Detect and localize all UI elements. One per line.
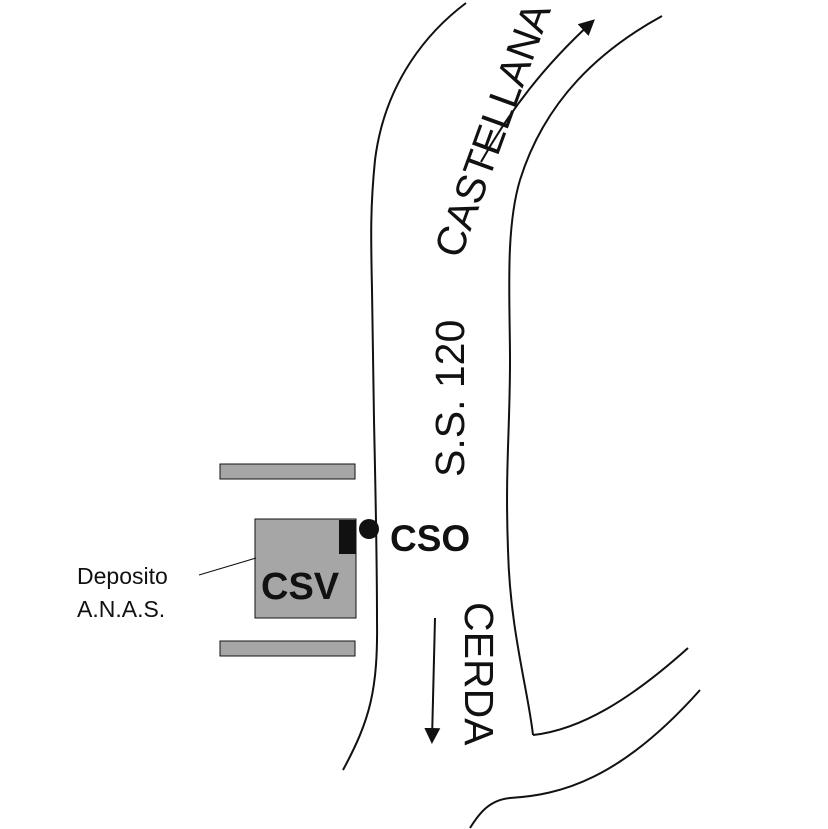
road-number-label: S.S. 120 xyxy=(427,320,473,477)
cso-label: CSO xyxy=(390,518,470,559)
branch-road-lower-edge xyxy=(469,689,701,829)
upper-gray-bar xyxy=(219,463,356,480)
south-arrow xyxy=(424,617,441,744)
lower-gray-bar xyxy=(219,640,356,657)
csv-label: CSV xyxy=(261,566,340,608)
cso-dot-marker xyxy=(359,519,379,539)
cerda-label: CERDA xyxy=(456,602,502,746)
road-right-edge xyxy=(506,15,663,736)
north-arrow xyxy=(480,19,595,163)
road-left-edge xyxy=(342,2,467,771)
depot-label-line1: Deposito xyxy=(77,563,168,589)
branch-road-upper-edge xyxy=(532,647,689,736)
depot-leader-line xyxy=(198,557,257,576)
cso-square-marker xyxy=(339,520,356,554)
depot-label-line2: A.N.A.S. xyxy=(77,596,165,622)
